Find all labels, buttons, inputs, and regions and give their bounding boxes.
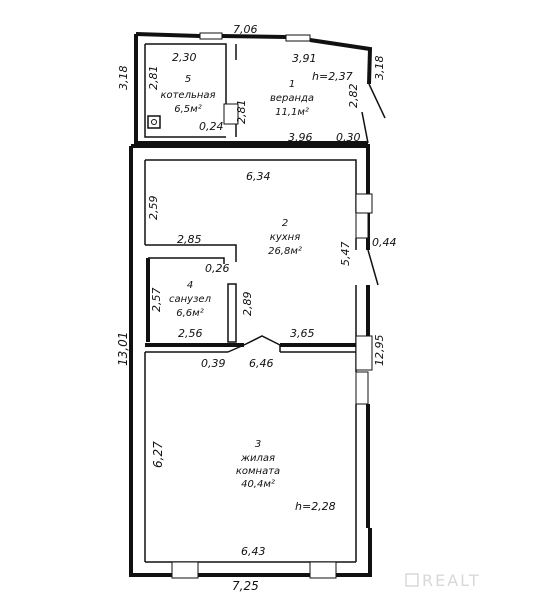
dim-bath-width-bottom: 2,56 xyxy=(178,327,203,340)
dim-kitchen-bottom: 3,65 xyxy=(290,327,315,340)
kitchen-living-partition xyxy=(227,335,356,353)
room-3-name-line2: комната xyxy=(236,466,280,477)
dim-wall-039: 0,39 xyxy=(201,357,226,370)
room-1-area: 11,1м² xyxy=(275,107,309,118)
dim-boiler-height: 2,81 xyxy=(147,66,160,91)
room-4-area: 6,6м² xyxy=(176,308,203,319)
dim-kitchen-side: 5,47 xyxy=(339,242,352,267)
dim-wall-044: 0,44 xyxy=(372,236,397,249)
veranda-windows xyxy=(199,32,311,125)
room-3-name-line1: жилая xyxy=(240,453,275,464)
dim-bath-partition: 2,89 xyxy=(241,292,254,317)
dim-kitchen-width: 6,34 xyxy=(246,170,271,183)
dim-living-height: 6,27 xyxy=(151,441,165,468)
veranda-block-walls xyxy=(134,32,386,145)
dim-living-bottom: 6,43 xyxy=(241,545,266,558)
bathroom-walls xyxy=(145,244,237,353)
dim-kitchen-left: 2,59 xyxy=(147,196,160,221)
dim-living-ceiling: h=2,28 xyxy=(295,500,336,513)
dim-right-total: 12,95 xyxy=(373,335,386,367)
room-2-number: 2 xyxy=(282,218,288,229)
room-labels: 5 котельная 6,5м² 1 веранда 11,1м² 2 кух… xyxy=(160,74,314,490)
dim-bath-wall: 0,26 xyxy=(205,262,230,275)
dim-veranda-height: h=2,37 xyxy=(312,70,353,83)
dim-boiler-width: 2,30 xyxy=(172,51,197,64)
room-1-number: 1 xyxy=(289,79,295,90)
room-3-area: 40,4м² xyxy=(241,479,275,490)
watermark-text: REALT xyxy=(422,571,481,590)
dim-wall-024: 0,24 xyxy=(199,120,224,133)
room-5-name: котельная xyxy=(160,90,215,101)
dim-left-ext: 3,18 xyxy=(117,66,130,91)
dim-bath-width-top: 2,85 xyxy=(177,233,202,246)
dim-bath-height: 2,57 xyxy=(150,288,163,313)
room-5-number: 5 xyxy=(185,74,191,85)
dimension-labels: 7,06 2,30 3,91 h=2,37 3,18 3,18 2,81 2,8… xyxy=(116,23,397,593)
room-3-number: 3 xyxy=(255,439,261,450)
house-windows xyxy=(171,193,373,579)
room-1-name: веранда xyxy=(270,93,314,104)
room-2-area: 26,8м² xyxy=(268,246,302,257)
boiler-icon xyxy=(147,115,161,129)
room-4-name: санузел xyxy=(169,294,212,305)
room-2-name: кухня xyxy=(270,232,300,243)
dim-living-width: 6,46 xyxy=(249,357,274,370)
dim-veranda-width: 3,91 xyxy=(292,52,317,65)
dim-wall-030: 0,30 xyxy=(336,131,361,144)
dim-veranda-side: 2,82 xyxy=(347,84,360,109)
dim-total-height: 13,01 xyxy=(116,332,130,366)
dim-partition-281: 2,81 xyxy=(235,100,248,125)
dim-top-total: 7,06 xyxy=(233,23,258,36)
dim-bottom-total: 7,25 xyxy=(232,579,259,593)
room-4-number: 4 xyxy=(187,280,193,291)
room-5-area: 6,5м² xyxy=(174,104,201,115)
dim-veranda-bottom: 3,96 xyxy=(288,131,313,144)
dim-right-ext: 3,18 xyxy=(373,56,386,81)
realt-watermark: REALT xyxy=(405,571,481,590)
